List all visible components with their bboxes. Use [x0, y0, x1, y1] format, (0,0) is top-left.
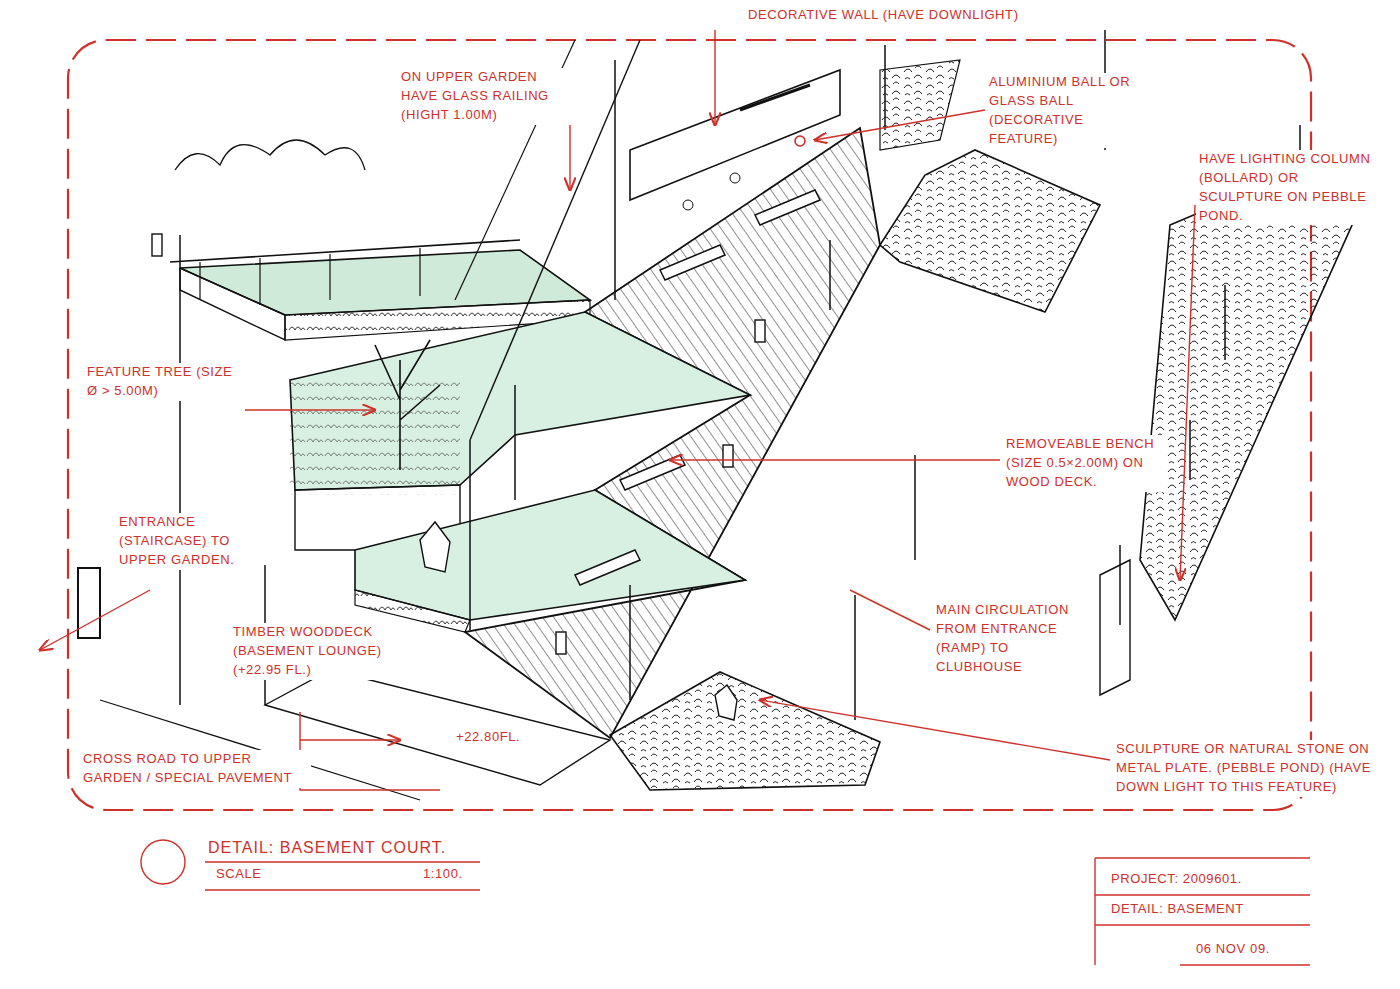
annotation-note: REMOVEABLE BENCH (SIZE 0.5×2.00M) ON WOO…: [1003, 435, 1164, 492]
annotation-note: TIMBER WOODDECK (BASEMENT LOUNGE) (+22.9…: [230, 623, 386, 680]
sheet-title: DETAIL: BASEMENT COURT.: [205, 836, 449, 859]
annotation-note: CROSS ROAD TO UPPER GARDEN / SPECIAL PAV…: [80, 750, 311, 788]
annotation-note: FEATURE TREE (SIZE Ø > 5.00M): [84, 363, 250, 401]
annotation-note: HAVE LIGHTING COLUMN (BOLLARD) OR SCULPT…: [1196, 150, 1377, 225]
annotation-note: DETAIL: BASEMENT: [1108, 900, 1247, 919]
annotation-note: SCALE: [213, 865, 265, 884]
annotation-note: ON UPPER GARDEN HAVE GLASS RAILING (HIGH…: [398, 68, 572, 125]
annotation-note: +22.80FL.: [453, 728, 523, 747]
annotation-note: 06 NOV 09.: [1193, 940, 1273, 959]
annotation-note: MAIN CIRCULATION FROM ENTRANCE (RAMP) TO…: [933, 601, 1099, 676]
annotation-note: ALUMINIUM BALL OR GLASS BALL (DECORATIVE…: [986, 73, 1157, 148]
annotation-note: SCULPTURE OR NATURAL STONE ON METAL PLAT…: [1113, 740, 1391, 797]
annotation-note: ENTRANCE (STAIRCASE) TO UPPER GARDEN.: [116, 513, 257, 570]
annotation-note: 1:100.: [420, 865, 466, 884]
annotation-note: DECORATIVE WALL (HAVE DOWNLIGHT): [745, 6, 1041, 25]
annotation-note: PROJECT: 2009601.: [1108, 870, 1245, 889]
